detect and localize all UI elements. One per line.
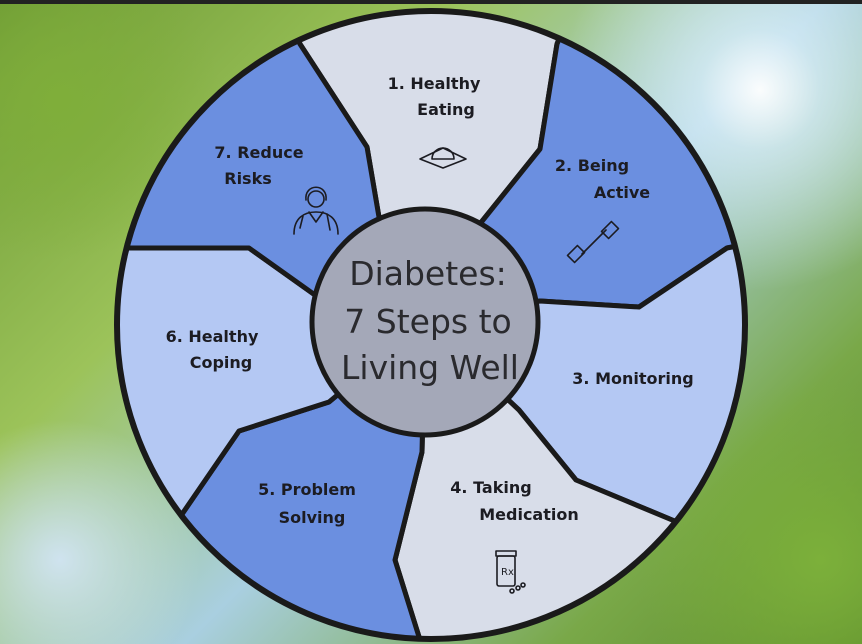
step-7-label: 7. Reduce (214, 143, 303, 162)
step-6-label-line2: Coping (190, 353, 253, 372)
wheel-outline (114, 8, 748, 642)
center-title-line1: Diabetes: (349, 254, 507, 293)
svg-text:Rx: Rx (501, 567, 514, 578)
step-4-label-line2: Medication (479, 505, 579, 524)
step-4-label: 4. Taking (450, 478, 531, 497)
step-1-label-line2: Eating (417, 100, 475, 119)
segment-reduce-risks (117, 11, 428, 325)
plate-icon (419, 147, 467, 169)
step-2-label-line2: Active (594, 183, 650, 202)
step-1-label: 1. Healthy (388, 74, 481, 93)
center-title-line2: 7 Steps to (344, 302, 511, 341)
prescription-bottle-icon: Rx (495, 550, 526, 594)
center-title-line3: Living Well (341, 348, 519, 387)
step-7-label-line2: Risks (224, 169, 272, 188)
center-circle (309, 206, 541, 438)
dumbbell-icon (566, 220, 620, 264)
doctor-icon (293, 186, 339, 235)
step-5-label-line2: Solving (279, 508, 346, 527)
step-6-label: 6. Healthy (166, 327, 259, 346)
step-2-label: 2. Being (555, 156, 629, 175)
step-5-label: 5. Problem (258, 480, 356, 499)
step-3-label: 3. Monitoring (572, 369, 693, 388)
top-bar (0, 0, 862, 4)
